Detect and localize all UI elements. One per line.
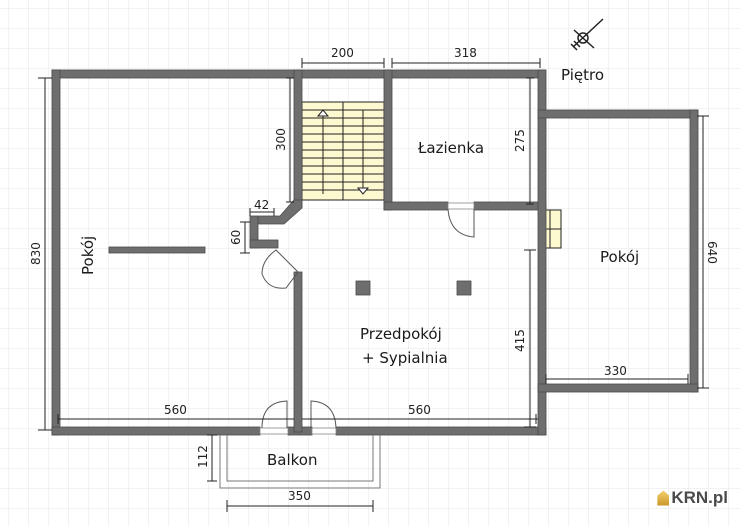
stairs-down-arrow-icon: [356, 187, 370, 195]
pillar-left: [355, 280, 371, 296]
dim-560-right: 560: [408, 403, 431, 417]
balcony: [219, 435, 381, 489]
room-label-lazienka: Łazienka: [417, 139, 484, 157]
dim-42: 42: [254, 198, 269, 212]
bathroom-door: [447, 208, 475, 238]
staircase: [301, 101, 385, 201]
house-logo-icon: [657, 490, 670, 506]
krn-watermark: KRN.pl: [657, 488, 728, 508]
dim-330: 330: [604, 364, 627, 378]
compass-icon: [570, 18, 604, 51]
doors: [259, 202, 475, 435]
balcony-door-right: [310, 400, 337, 429]
dim-350: 350: [288, 489, 311, 503]
dim-275: 275: [513, 129, 527, 152]
watermark-text: KRN.pl: [671, 488, 728, 507]
balcony-door-left: [261, 400, 288, 429]
room-label-left-pokoj: Pokój: [79, 236, 97, 275]
dim-415: 415: [513, 329, 527, 352]
dim-640: 640: [705, 241, 719, 264]
dim-830: 830: [29, 242, 43, 265]
room-label-right-pokoj: Pokój: [600, 248, 639, 266]
dim-560-left: 560: [164, 403, 187, 417]
floor-title: Piętro: [561, 66, 604, 84]
dimension-lines: [38, 58, 709, 512]
stairs-up-arrow-icon: [316, 109, 330, 117]
dim-60: 60: [229, 230, 243, 245]
dim-300: 300: [274, 128, 288, 151]
room-label-balkon: Balkon: [267, 451, 318, 469]
room-label-przedpokoj: Przedpokój: [360, 325, 442, 343]
hall-door: [261, 249, 299, 289]
walls: [51, 69, 699, 436]
dim-318: 318: [454, 46, 477, 60]
dim-112: 112: [196, 445, 210, 468]
dim-200: 200: [331, 46, 354, 60]
pillar-right: [456, 280, 472, 296]
room-label-sypialnia: + Sypialnia: [362, 349, 448, 367]
